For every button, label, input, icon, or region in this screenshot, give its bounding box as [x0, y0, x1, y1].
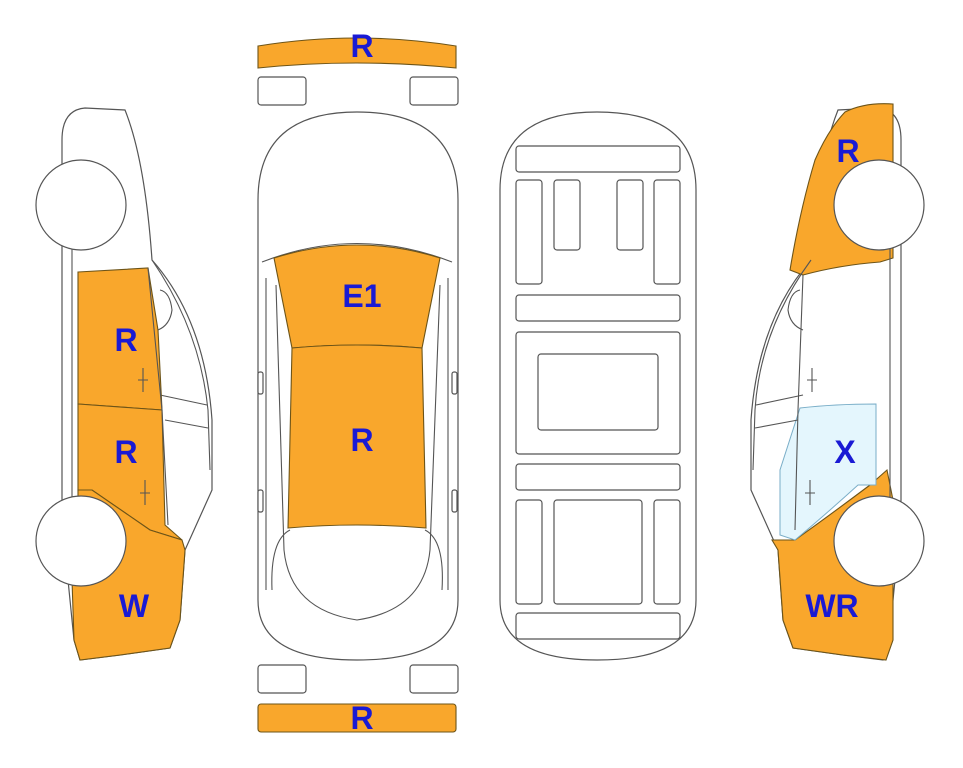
right-rear-quarter-label: WR [805, 588, 858, 624]
front-bumper-label: R [350, 28, 373, 64]
roof-label: R [350, 422, 373, 458]
right-rear-wheel [833, 495, 925, 587]
right-taillight [409, 664, 459, 694]
left-rear-quarter-label: W [119, 588, 150, 624]
right-rear-glass-panel [779, 403, 877, 541]
left-headlight [257, 76, 307, 106]
left-front-door-panel [77, 267, 163, 411]
right-front-fender-label: R [836, 133, 859, 169]
left-taillight [257, 664, 307, 694]
hood-label: E1 [342, 278, 381, 314]
left-rear-door-label: R [114, 434, 137, 470]
top-view: R E1 R R [257, 28, 459, 736]
left-front-door-label: R [114, 322, 137, 358]
roof-panel [287, 344, 427, 529]
right-headlight [409, 76, 459, 106]
rear-bumper-panel [257, 703, 457, 733]
right-side-view: R WR X [750, 103, 925, 661]
right-front-wheel [833, 159, 925, 251]
rear-bumper-label: R [350, 700, 373, 736]
left-rear-wheel [35, 495, 127, 587]
underside-view [499, 111, 697, 661]
right-rear-glass-label: X [834, 434, 856, 470]
left-front-wheel [35, 159, 127, 251]
front-bumper-panel [257, 37, 457, 69]
left-side-view: R R W [35, 107, 213, 661]
